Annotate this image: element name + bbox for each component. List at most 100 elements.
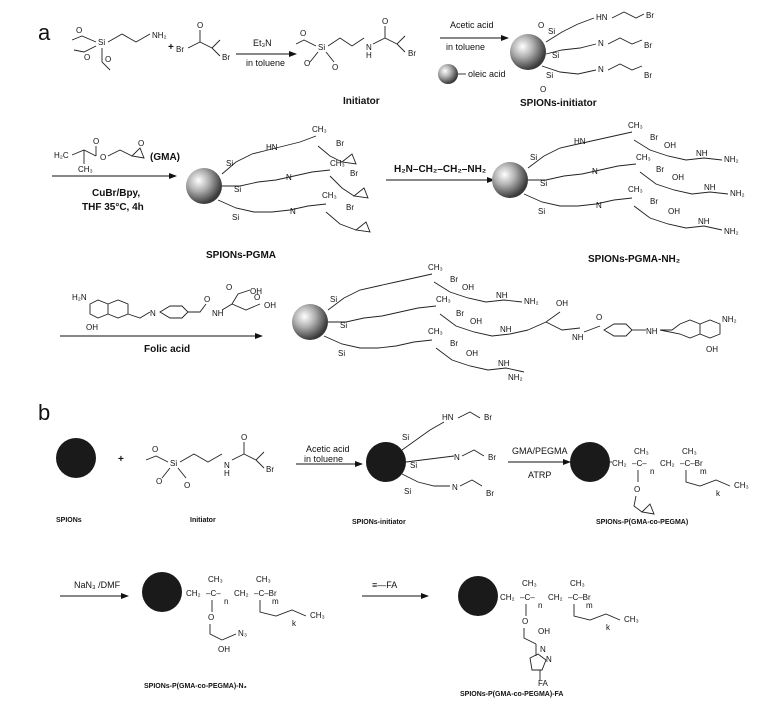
- svg-text:OH: OH: [672, 173, 684, 182]
- svg-text:O: O: [152, 445, 158, 454]
- svg-text:Br: Br: [486, 489, 494, 498]
- svg-text:H: H: [366, 51, 372, 60]
- step2-reagent: Acetic acid: [450, 20, 494, 30]
- svg-text:N: N: [366, 43, 372, 52]
- svg-text:CH₃: CH₃: [312, 125, 327, 134]
- gma-molecule: H₂C CH₃ O O O: [54, 137, 145, 174]
- svg-text:HN: HN: [442, 413, 454, 422]
- svg-text:Br: Br: [456, 309, 464, 318]
- folic-acid-label: Folic acid: [144, 344, 190, 355]
- svg-text:–C–: –C–: [206, 589, 221, 598]
- svg-text:Si: Si: [330, 295, 337, 304]
- svg-text:N: N: [150, 309, 156, 318]
- svg-text:Br: Br: [488, 453, 496, 462]
- spions-pgma-fa-chains: Si CH₃ Br OH NH NH₂ Si CH₃ Br OH NH OH N…: [323, 263, 737, 382]
- svg-text:NH: NH: [498, 359, 510, 368]
- svg-text:–C–: –C–: [632, 459, 647, 468]
- svg-text:n: n: [538, 601, 542, 610]
- svg-text:O: O: [304, 59, 310, 68]
- step3-catalyst: CuBr/Bpy,: [92, 188, 140, 199]
- svg-text:OH: OH: [86, 323, 98, 332]
- svg-text:N: N: [224, 461, 230, 470]
- spions-initiator-chains: Si HN Br Si N Br Si N Br O O: [538, 11, 654, 94]
- svg-text:n: n: [224, 597, 228, 606]
- azide-label: SPIONs-P(GMA-co-PEGMA)-N₃: [144, 683, 247, 690]
- svg-text:NH: NH: [212, 309, 224, 318]
- svg-text:OH: OH: [668, 207, 680, 216]
- svg-text:N: N: [596, 201, 602, 210]
- svg-text:Br: Br: [350, 169, 358, 178]
- svg-text:k: k: [716, 489, 721, 498]
- b-step3-reagent: NaN₃ /DMF: [74, 580, 121, 590]
- svg-text:NH₂: NH₂: [508, 373, 523, 382]
- svg-text:CH₃: CH₃: [570, 579, 585, 588]
- svg-text:O: O: [254, 293, 260, 302]
- svg-text:CH₂: CH₂: [612, 459, 627, 468]
- initiator-molecule: Si N H O Br O O O: [295, 17, 416, 72]
- svg-text:CH₃: CH₃: [428, 263, 443, 272]
- svg-text:CH₂: CH₂: [660, 459, 675, 468]
- b-step1-solvent: in toluene: [304, 454, 343, 464]
- svg-text:Br: Br: [176, 45, 184, 54]
- svg-text:OH: OH: [556, 299, 568, 308]
- panel-a-letter: a: [38, 20, 51, 45]
- svg-text:m: m: [586, 601, 593, 610]
- svg-text:NH: NH: [496, 291, 508, 300]
- spions-initiator-chains-b: Si HN Br Si N Br Si N Br: [401, 411, 496, 498]
- svg-text:Si: Si: [234, 185, 241, 194]
- step2-solvent: in toluene: [446, 42, 485, 52]
- svg-text:HN: HN: [574, 137, 586, 146]
- svg-text:Si: Si: [530, 153, 537, 162]
- svg-text:CH₃: CH₃: [436, 295, 451, 304]
- svg-text:Br: Br: [644, 71, 652, 80]
- svg-text:NH₂: NH₂: [722, 315, 737, 324]
- svg-text:OH: OH: [264, 301, 276, 310]
- svg-text:O: O: [100, 153, 106, 162]
- svg-text:CH₃: CH₃: [208, 575, 223, 584]
- svg-text:k: k: [292, 619, 297, 628]
- svg-text:Br: Br: [644, 41, 652, 50]
- svg-text:OH: OH: [706, 345, 718, 354]
- svg-text:CH₃: CH₃: [734, 481, 749, 490]
- svg-text:k: k: [606, 623, 611, 632]
- svg-text:CH₃: CH₃: [78, 165, 93, 174]
- copolymer-label: SPIONs-P(GMA-co-PEGMA): [596, 519, 688, 526]
- svg-text:CH₂: CH₂: [500, 593, 515, 602]
- svg-text:Si: Si: [232, 213, 239, 222]
- svg-text:NH₂: NH₂: [152, 31, 167, 40]
- spions-bare-core: [56, 438, 96, 478]
- svg-text:O: O: [332, 63, 338, 72]
- b-step2-method: ATRP: [528, 470, 551, 480]
- svg-text:O: O: [105, 55, 111, 64]
- spions-pgma-nh2-core: [492, 162, 528, 198]
- svg-text:CH₃: CH₃: [428, 327, 443, 336]
- svg-text:N: N: [598, 65, 604, 74]
- folic-acid-molecule: H₂N OH N O NH O OH O OH: [72, 283, 276, 332]
- spions-initiator-core-b: [366, 442, 406, 482]
- svg-text:O: O: [93, 137, 99, 146]
- svg-text:m: m: [272, 597, 279, 606]
- svg-text:OH: OH: [466, 349, 478, 358]
- svg-text:O: O: [84, 53, 90, 62]
- svg-text:Br: Br: [450, 275, 458, 284]
- svg-text:NH₂: NH₂: [724, 227, 739, 236]
- step1-reagent: Et₃N: [253, 38, 272, 48]
- spions-initiator-label: SPIONs-initiator: [520, 98, 597, 109]
- svg-text:H₂N: H₂N: [72, 293, 87, 302]
- fa-conjugate-chain: CH₂ –C– CH₃ n CH₂ –C–Br CH₃ m O OH N N F…: [500, 579, 639, 688]
- spions-initiator-label-b: SPIONs-initiator: [352, 519, 406, 526]
- plus-sign: +: [168, 42, 174, 53]
- svg-text:O: O: [156, 477, 162, 486]
- svg-text:Si: Si: [318, 43, 325, 52]
- svg-text:Br: Br: [650, 197, 658, 206]
- svg-text:Br: Br: [646, 11, 654, 20]
- b-step1-reagent: Acetic acid: [306, 444, 350, 454]
- svg-text:Si: Si: [410, 461, 417, 470]
- azide-core: [142, 572, 182, 612]
- svg-text:O: O: [138, 139, 144, 148]
- svg-text:–C–Br: –C–Br: [254, 589, 277, 598]
- bromoacyl-bromide-molecule: Br O Br: [176, 21, 230, 62]
- svg-text:–C–Br: –C–Br: [568, 593, 591, 602]
- svg-text:Si: Si: [546, 71, 553, 80]
- oleic-acid-label: oleic acid: [468, 69, 506, 79]
